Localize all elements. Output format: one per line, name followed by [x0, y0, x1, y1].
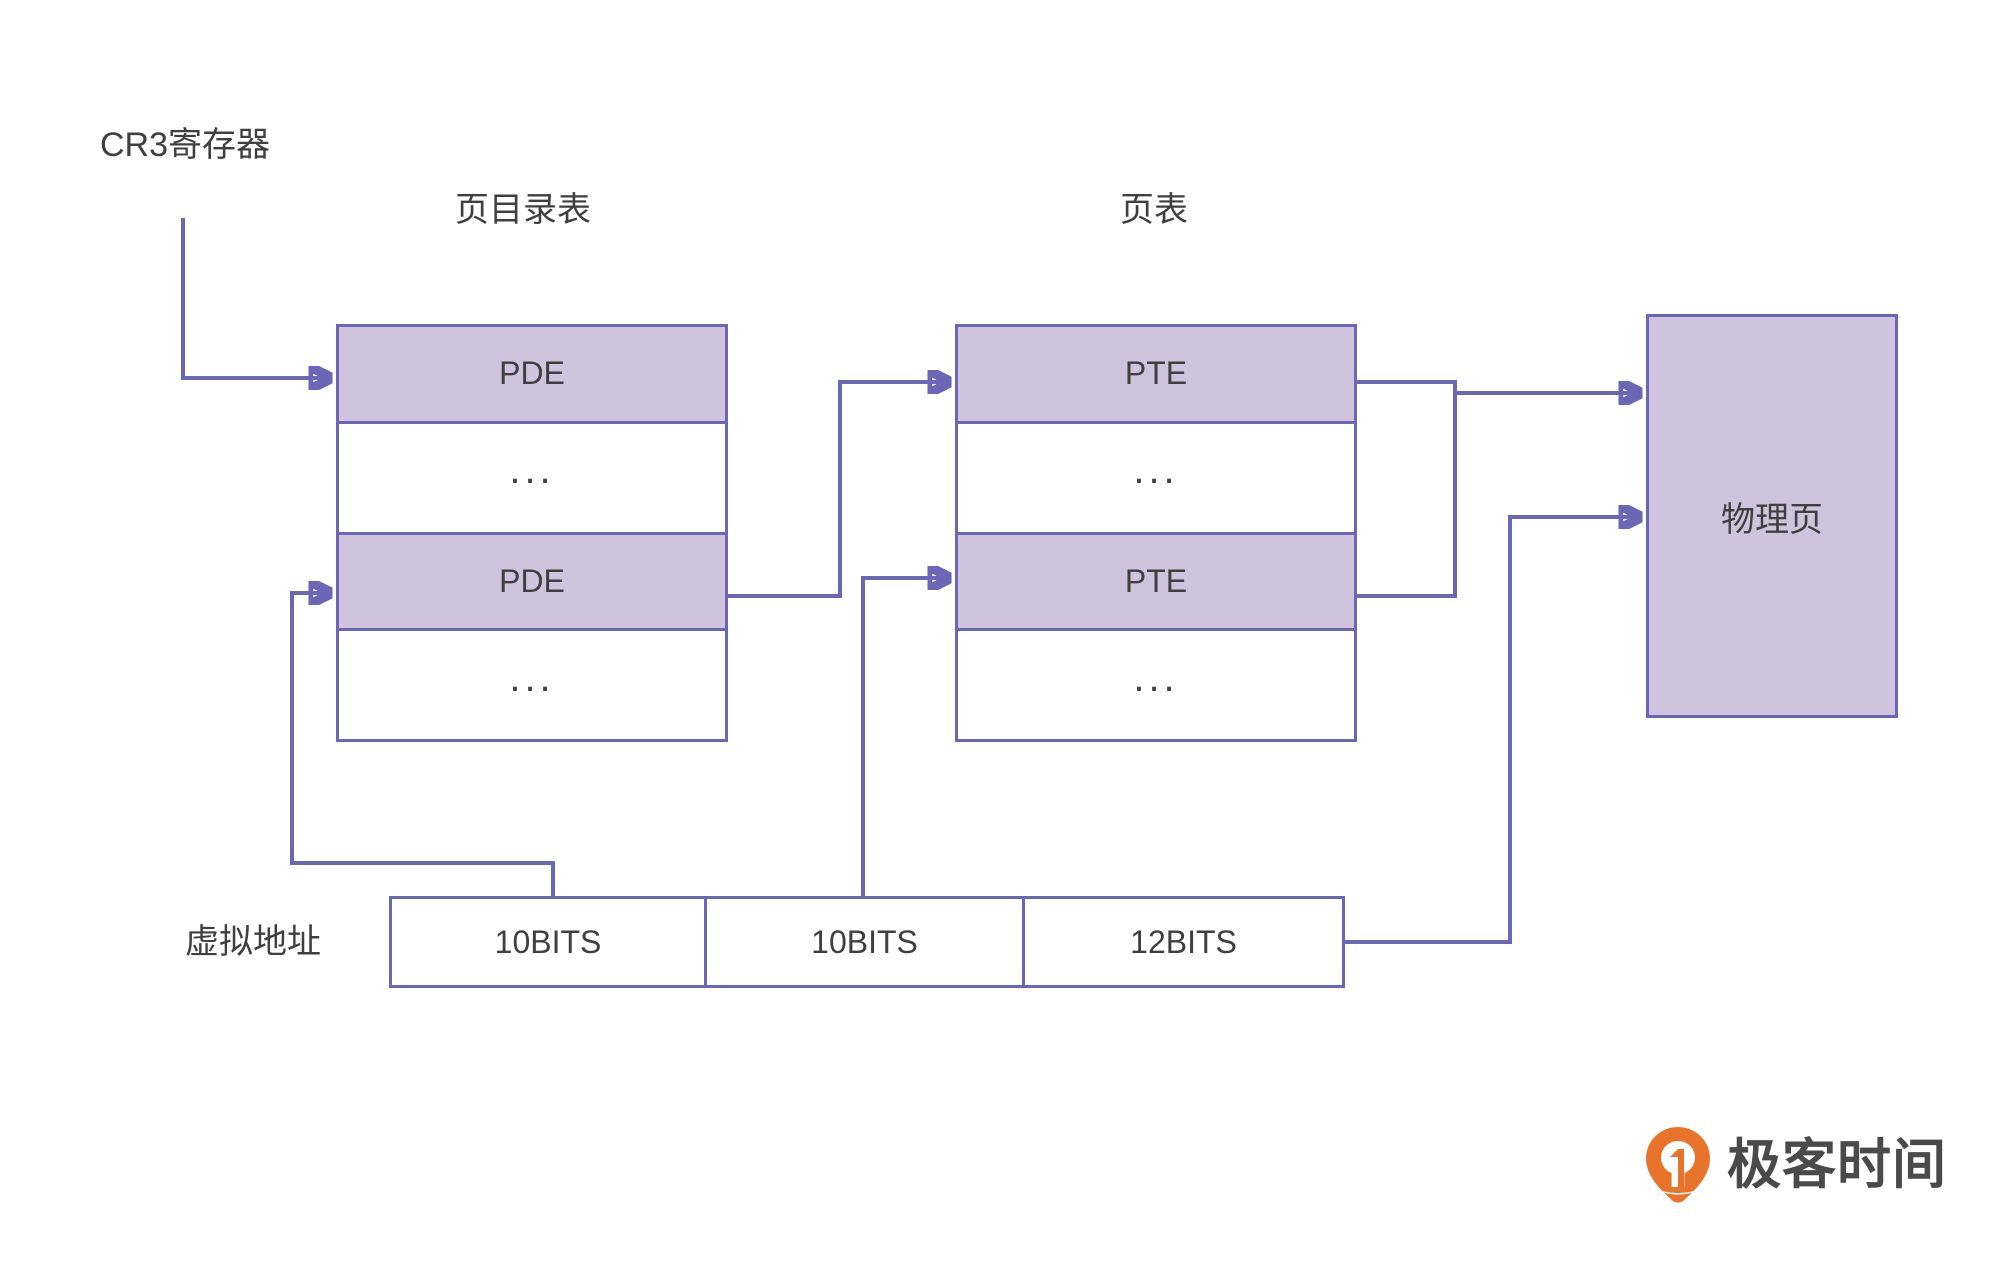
- ellipsis-label: ...: [1133, 448, 1179, 493]
- geek-time-pin-icon: [1646, 1127, 1710, 1203]
- virtual-address-segment-table-index: 10BITS: [707, 899, 1025, 985]
- connector-pte2-to-physical-page: [1357, 393, 1457, 598]
- table-row: ...: [339, 423, 725, 535]
- segment-bits-label: 12BITS: [1130, 923, 1237, 960]
- virtual-address-segment-directory-index: 10BITS: [392, 899, 707, 985]
- page-table-title: 页表: [1120, 191, 1188, 229]
- pte-entry-label: PTE: [1124, 562, 1188, 599]
- ellipsis-label: ...: [1133, 655, 1179, 700]
- table-row: ...: [339, 631, 725, 739]
- connector-cr3-to-pde1: [181, 218, 330, 378]
- connector-pte1-to-physical-page: [1357, 380, 1640, 393]
- virtual-address-segment-offset: 12BITS: [1025, 899, 1342, 985]
- page-directory-table-title: 页目录表: [455, 191, 591, 229]
- table-row: PTE: [958, 534, 1354, 632]
- ellipsis-label: ...: [509, 655, 555, 700]
- brand-logo: 极客时间: [1645, 1120, 1947, 1210]
- physical-page-box: 物理页: [1646, 314, 1898, 718]
- page-directory-table: PDE ... PDE ...: [336, 324, 728, 742]
- virtual-address-bar: 10BITS 10BITS 12BITS: [389, 896, 1345, 988]
- table-row: PDE: [339, 327, 725, 424]
- cr3-register-label: CR3寄存器: [100, 126, 271, 164]
- pde-entry-label: PDE: [499, 562, 565, 599]
- brand-name: 极客时间: [1727, 1135, 1947, 1195]
- segment-bits-label: 10BITS: [811, 923, 918, 960]
- table-row: PTE: [958, 327, 1354, 424]
- connector-va-seg3-to-physical-page: [1345, 517, 1640, 944]
- table-row: PDE: [339, 534, 725, 632]
- connector-va-seg2-to-pte2: [861, 578, 949, 896]
- page-table: PTE ... PTE ...: [955, 324, 1357, 742]
- pde-entry-label: PDE: [499, 355, 565, 392]
- virtual-address-label: 虚拟地址: [185, 923, 321, 961]
- pte-entry-label: PTE: [1124, 355, 1188, 392]
- table-row: ...: [958, 423, 1354, 535]
- table-row: ...: [958, 631, 1354, 739]
- physical-page-label: 物理页: [1721, 500, 1823, 539]
- segment-bits-label: 10BITS: [494, 923, 602, 960]
- connector-pde2-to-pte1: [728, 382, 949, 598]
- ellipsis-label: ...: [509, 448, 555, 493]
